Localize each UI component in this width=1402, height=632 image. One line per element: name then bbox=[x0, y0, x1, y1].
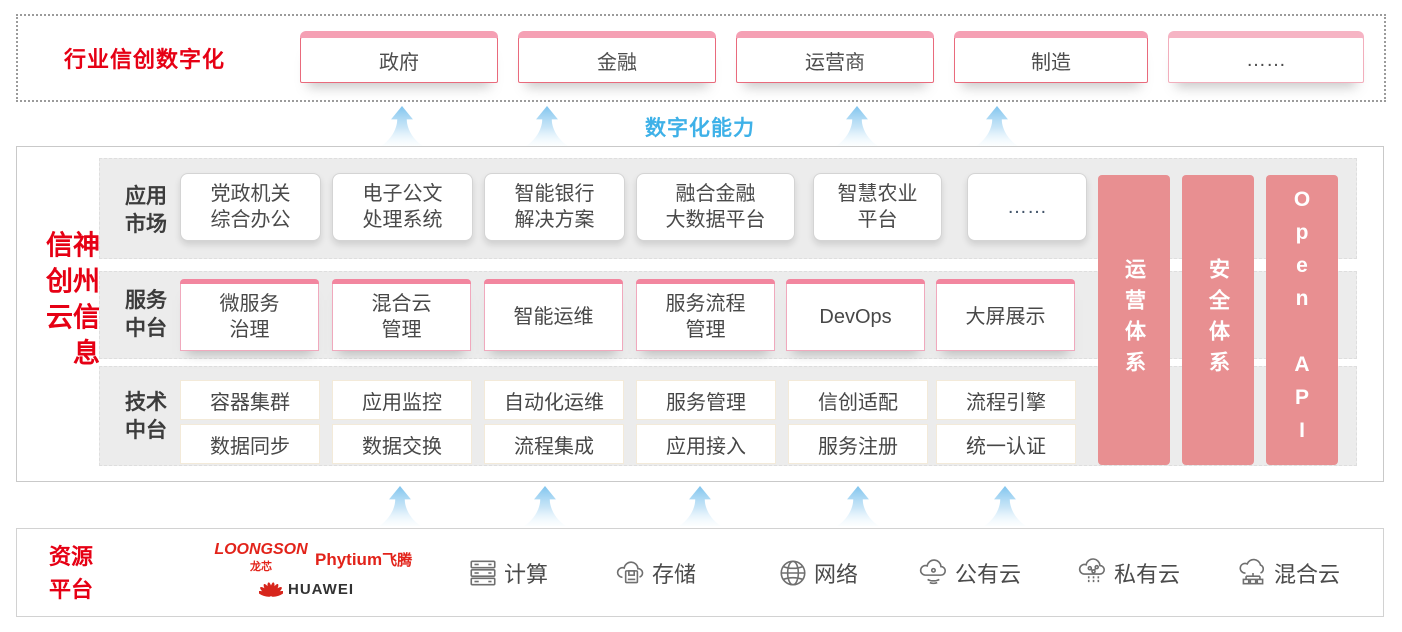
phytium-logo: Phytium飞腾 bbox=[315, 549, 412, 570]
industry-section: 行业信创数字化 政府 金融 运营商 制造 …… bbox=[16, 14, 1386, 102]
up-arrow-icon bbox=[380, 106, 424, 146]
loongson-logo: LOONGSON 龙芯 bbox=[213, 541, 309, 574]
huawei-logo: HUAWEI bbox=[259, 581, 354, 598]
side-bar-label: Open API bbox=[1290, 188, 1314, 452]
industry-box-label: 金融 bbox=[597, 51, 637, 74]
resource-item-label: 私有云 bbox=[1114, 561, 1181, 587]
resource-item-private-cloud: 私有云 bbox=[1077, 557, 1180, 589]
huawei-logo-text: HUAWEI bbox=[288, 581, 354, 598]
up-arrow-icon bbox=[678, 486, 722, 526]
svc-box-big-screen: 大屏展示 bbox=[936, 279, 1075, 351]
svc-box-hybrid-cloud-mgmt: 混合云 管理 bbox=[332, 279, 471, 351]
row-label-service-platform: 服务 中台 bbox=[125, 289, 167, 341]
tech-box-process-integration: 流程集成 bbox=[484, 424, 624, 464]
resource-item-label: 存储 bbox=[652, 561, 697, 587]
huawei-flower-icon bbox=[259, 582, 283, 597]
private-cloud-icon bbox=[1078, 557, 1105, 583]
tech-box-app-monitoring: 应用监控 bbox=[332, 380, 472, 420]
up-arrow-icon bbox=[836, 486, 880, 526]
app-box-party-gov-office: 党政机关 综合办公 bbox=[180, 173, 321, 241]
storage-icon bbox=[616, 560, 644, 583]
app-box-smart-agriculture: 智慧农业 平台 bbox=[813, 173, 942, 241]
tech-box-automated-ops: 自动化运维 bbox=[484, 380, 624, 420]
phytium-logo-text: Phytium bbox=[315, 550, 383, 569]
app-box-smart-banking: 智能银行 解决方案 bbox=[484, 173, 625, 241]
network-icon bbox=[780, 559, 806, 586]
loongson-logo-sub: 龙芯 bbox=[250, 561, 272, 573]
resource-item-storage: 存储 bbox=[615, 557, 696, 589]
industry-box-operator: 运营商 bbox=[736, 31, 934, 83]
resource-item-label: 公有云 bbox=[955, 561, 1022, 587]
up-arrow-icon bbox=[983, 486, 1027, 526]
industry-box-finance: 金融 bbox=[518, 31, 716, 83]
industry-box-manufacturing: 制造 bbox=[954, 31, 1148, 83]
up-arrow-icon bbox=[523, 486, 567, 526]
row-label-tech-platform: 技术 中台 bbox=[125, 391, 167, 443]
up-arrow-icon bbox=[975, 106, 1019, 146]
industry-box-label: …… bbox=[1246, 48, 1286, 71]
platform-vertical-title: 神州信息信创云 bbox=[42, 230, 99, 375]
resource-item-public-cloud: 公有云 bbox=[918, 557, 1021, 589]
industry-box-label: 政府 bbox=[379, 51, 419, 74]
tech-box-data-exchange: 数据交换 bbox=[332, 424, 472, 464]
tech-box-xinchuang-adaptation: 信创适配 bbox=[788, 380, 928, 420]
svc-box-service-process-mgmt: 服务流程 管理 bbox=[636, 279, 775, 351]
app-box-edoc-system: 电子公文 处理系统 bbox=[332, 173, 473, 241]
public-cloud-icon bbox=[919, 558, 946, 584]
app-box-finance-bigdata: 融合金融 大数据平台 bbox=[636, 173, 795, 241]
side-bar-open-api: Open API bbox=[1266, 175, 1338, 465]
tech-box-service-mgmt: 服务管理 bbox=[636, 380, 776, 420]
svc-box-intelligent-ops: 智能运维 bbox=[484, 279, 623, 351]
cloud-platform-section: 神州信息信创云 应用 市场 服务 中台 技术 中台 党政机关 综合办公 电子公文… bbox=[16, 146, 1384, 482]
industry-box-label: 运营商 bbox=[805, 51, 865, 74]
resource-item-compute: 计算 bbox=[467, 557, 548, 589]
tech-box-app-access: 应用接入 bbox=[636, 424, 776, 464]
tech-box-process-engine: 流程引擎 bbox=[936, 380, 1076, 420]
capability-label: 数字化能力 bbox=[645, 117, 755, 140]
loongson-logo-text: LOONGSON bbox=[214, 541, 308, 558]
tech-box-service-registry: 服务注册 bbox=[788, 424, 928, 464]
side-bar-operation-system: 运营体系 bbox=[1098, 175, 1170, 465]
up-arrow-icon bbox=[835, 106, 879, 146]
tech-box-data-sync: 数据同步 bbox=[180, 424, 320, 464]
industry-box-label: 制造 bbox=[1031, 51, 1071, 74]
industry-section-title: 行业信创数字化 bbox=[64, 47, 226, 72]
app-box-more: …… bbox=[967, 173, 1087, 241]
side-bar-label: 运营体系 bbox=[1122, 258, 1146, 382]
up-arrow-icon bbox=[378, 486, 422, 526]
resource-platform-title: 资源 平台 bbox=[49, 543, 94, 602]
tech-box-container-cluster: 容器集群 bbox=[180, 380, 320, 420]
hybrid-cloud-icon bbox=[1239, 558, 1264, 584]
compute-icon bbox=[470, 559, 496, 586]
resource-item-label: 混合云 bbox=[1274, 561, 1341, 587]
tech-box-unified-auth: 统一认证 bbox=[936, 424, 1076, 464]
resource-item-hybrid-cloud: 混合云 bbox=[1237, 557, 1340, 589]
resource-item-label: 网络 bbox=[814, 561, 859, 587]
up-arrow-icon bbox=[525, 106, 569, 146]
side-bar-label: 安全体系 bbox=[1206, 258, 1230, 382]
resource-item-label: 计算 bbox=[504, 561, 549, 587]
industry-box-more: …… bbox=[1168, 31, 1364, 83]
row-label-app-market: 应用 市场 bbox=[125, 185, 167, 237]
resource-item-network: 网络 bbox=[777, 557, 858, 589]
industry-box-government: 政府 bbox=[300, 31, 498, 83]
phytium-logo-sub: 飞腾 bbox=[382, 552, 413, 569]
svc-box-microservice-governance: 微服务 治理 bbox=[180, 279, 319, 351]
svc-box-devops: DevOps bbox=[786, 279, 925, 351]
resource-platform-section: 资源 平台 LOONGSON 龙芯 Phytium飞腾 HU bbox=[16, 528, 1384, 617]
side-bar-security-system: 安全体系 bbox=[1182, 175, 1254, 465]
